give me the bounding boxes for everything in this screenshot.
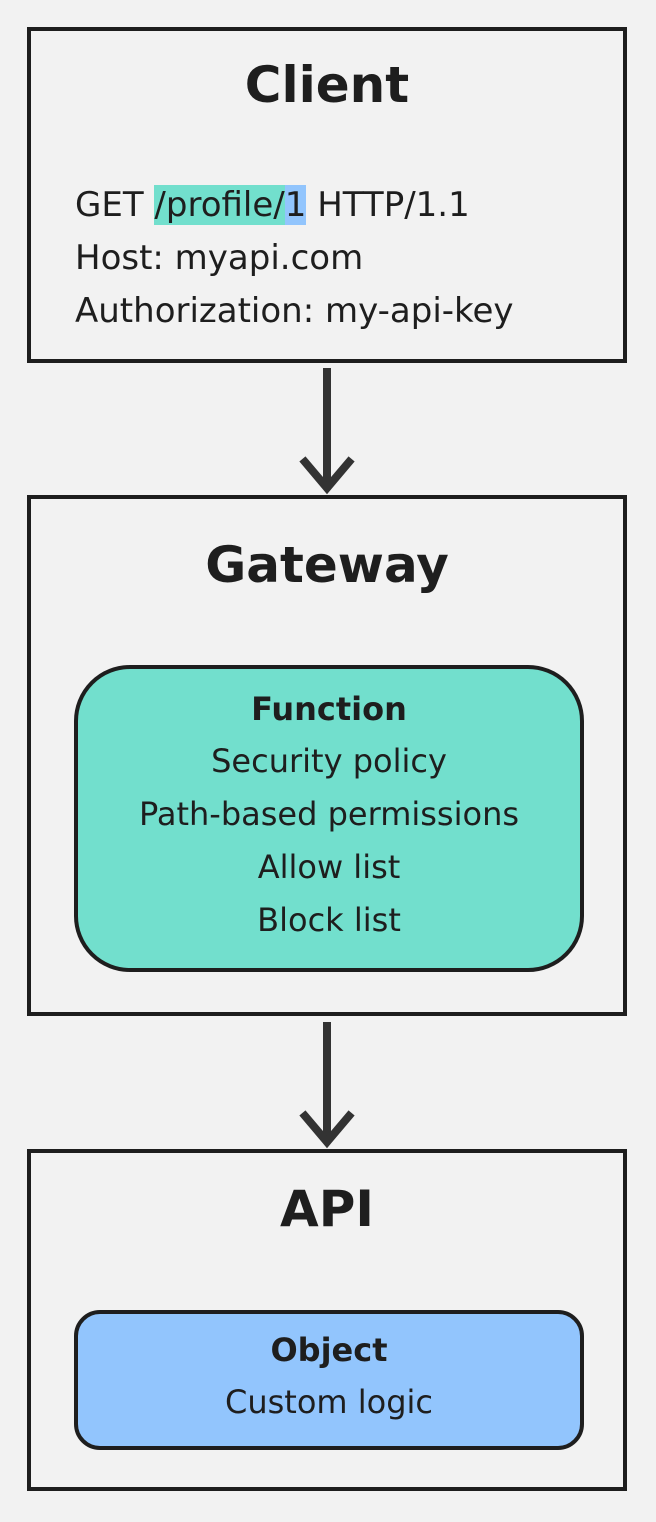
request-auth-line: Authorization: my-api-key xyxy=(75,291,514,331)
request-line: GET /profile/1 HTTP/1.1 xyxy=(75,179,514,232)
function-item-security-policy: Security policy xyxy=(211,742,447,780)
function-box: Function Security policy Path-based perm… xyxy=(74,665,584,972)
client-box: Client GET /profile/1 HTTP/1.1 Host: mya… xyxy=(27,27,627,363)
function-item-path-permissions: Path-based permissions xyxy=(138,795,520,833)
object-item-custom-logic: Custom logic xyxy=(224,1383,434,1421)
object-box: Object Custom logic xyxy=(74,1310,584,1450)
api-title: API xyxy=(280,1180,374,1238)
api-box: API Object Custom logic xyxy=(27,1149,627,1491)
function-heading: Function xyxy=(251,690,407,728)
request-id-highlight: 1 xyxy=(284,185,307,225)
object-heading: Object xyxy=(270,1331,388,1369)
request-path-highlight: /profile/ xyxy=(154,185,285,225)
request-method: GET xyxy=(75,185,144,225)
gateway-title: Gateway xyxy=(205,536,449,594)
request-host-line: Host: myapi.com xyxy=(75,238,364,278)
arrow-down-icon xyxy=(299,368,355,495)
function-item-block-list: Block list xyxy=(257,901,401,939)
function-item-allow-list: Allow list xyxy=(257,848,401,886)
arrow-down-icon xyxy=(299,1022,355,1149)
http-request: GET /profile/1 HTTP/1.1 Host: myapi.com … xyxy=(75,179,514,338)
request-protocol: HTTP/1.1 xyxy=(317,185,470,225)
gateway-box: Gateway Function Security policy Path-ba… xyxy=(27,495,627,1016)
client-title: Client xyxy=(244,56,410,114)
